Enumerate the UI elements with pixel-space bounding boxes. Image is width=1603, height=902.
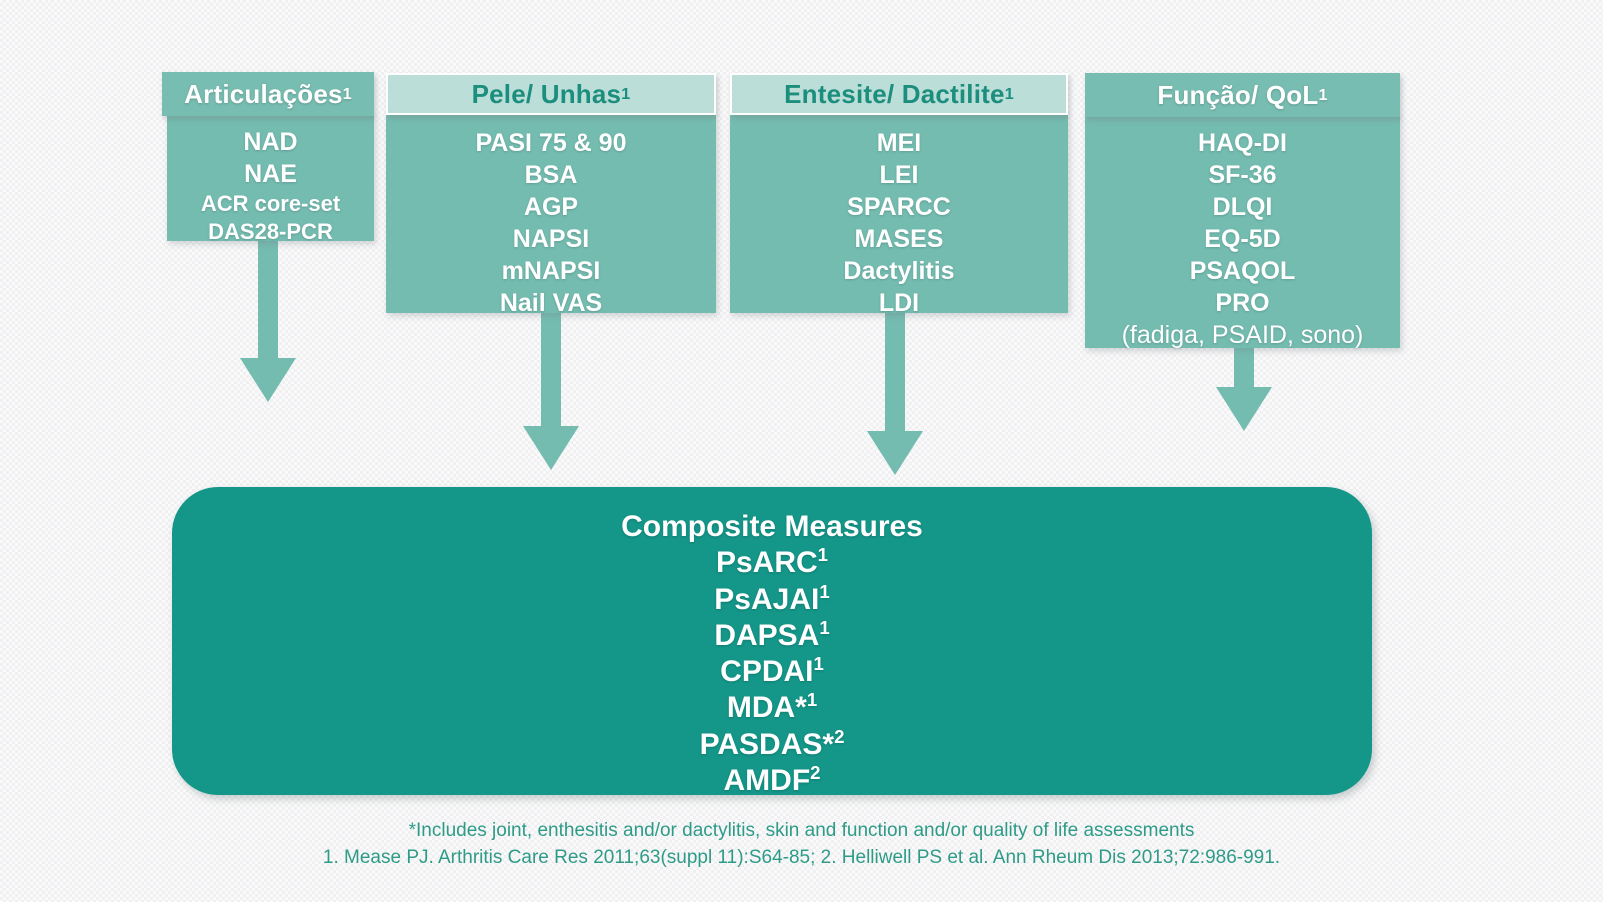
footnote-references: 1. Mease PJ. Arthritis Care Res 2011;63(…: [322, 846, 1281, 868]
column-item: NAPSI: [512, 225, 590, 253]
column-body-entesite-dactilite: MEI LEI SPARCC MASES Dactylitis LDI: [730, 115, 1068, 317]
composite-item-superscript: 2: [810, 762, 821, 784]
composite-item: DAPSA1: [714, 616, 830, 652]
column-item: Nail VAS: [499, 289, 603, 317]
arrow-down-icon-entesite-dactilite: [867, 312, 923, 475]
composite-measures-box: Composite Measures PsARC1 PsAJAI1 DAPSA1…: [172, 487, 1372, 797]
column-item: DAS28-PCR: [208, 219, 333, 245]
column-item: NAD: [243, 128, 298, 156]
composite-item: AMDF2: [723, 762, 821, 798]
column-item: AGP: [523, 193, 579, 221]
composite-item-superscript: 2: [834, 725, 845, 747]
composite-item: PsAJAI1: [714, 580, 830, 616]
column-body-funcao-qol: HAQ-DI SF-36 DLQI EQ-5D PSAQOL PRO (fadi…: [1085, 115, 1400, 349]
column-item: MEI: [876, 129, 922, 157]
column-item: SF-36: [1208, 161, 1277, 189]
column-item: DLQI: [1212, 193, 1273, 221]
column-header-label: Pele/ Unhas: [471, 78, 622, 109]
arrow-down-icon-pele-unhas: [523, 312, 579, 470]
column-item: MASES: [854, 225, 944, 253]
column-header-label: Entesite/ Dactilite: [784, 78, 1005, 109]
composite-item-superscript: 1: [813, 653, 824, 675]
composite-item: MDA*1: [726, 689, 818, 725]
arrow-down-icon-articulacoes: [240, 240, 296, 402]
column-item: EQ-5D: [1204, 225, 1281, 253]
column-item: SPARCC: [847, 193, 951, 221]
column-item: LDI: [878, 289, 920, 317]
column-item: PSAQOL: [1189, 257, 1296, 285]
column-item: PASI 75 & 90: [475, 129, 627, 157]
column-body-pele-unhas: PASI 75 & 90 BSA AGP NAPSI mNAPSI Nail V…: [386, 115, 716, 317]
composite-item: PASDAS*2: [699, 725, 845, 761]
column-item: LEI: [879, 161, 919, 189]
column-item: HAQ-DI: [1198, 129, 1287, 157]
column-item: PRO: [1215, 289, 1270, 317]
column-header-label: Função/ QoL: [1157, 79, 1319, 110]
column-body-articulacoes: NAD NAE ACR core-set DAS28-PCR: [167, 114, 374, 244]
column-item: NAE: [244, 160, 297, 188]
footnote-asterisk: *Includes joint, enthesitis and/or dacty…: [408, 820, 1195, 841]
column-header-label: Articulações: [184, 78, 343, 109]
column-item: ACR core-set: [200, 191, 341, 216]
column-item: BSA: [524, 161, 578, 189]
footnotes: *Includes joint, enthesitis and/or dacty…: [0, 818, 1603, 872]
composite-title: Composite Measures: [621, 510, 923, 543]
column-item: Dactylitis: [843, 257, 955, 285]
composite-item-superscript: 1: [819, 616, 830, 638]
composite-item-superscript: 1: [819, 580, 830, 602]
arrow-down-icon-funcao-qol: [1216, 348, 1272, 431]
composite-item: CPDAI1: [720, 653, 824, 689]
composite-item-superscript: 1: [806, 689, 818, 711]
column-item: (fadiga, PSAID, sono): [1121, 321, 1364, 349]
column-item: mNAPSI: [501, 257, 601, 285]
composite-item: PsARC1: [715, 544, 829, 580]
composite-item-superscript: 1: [817, 544, 829, 566]
